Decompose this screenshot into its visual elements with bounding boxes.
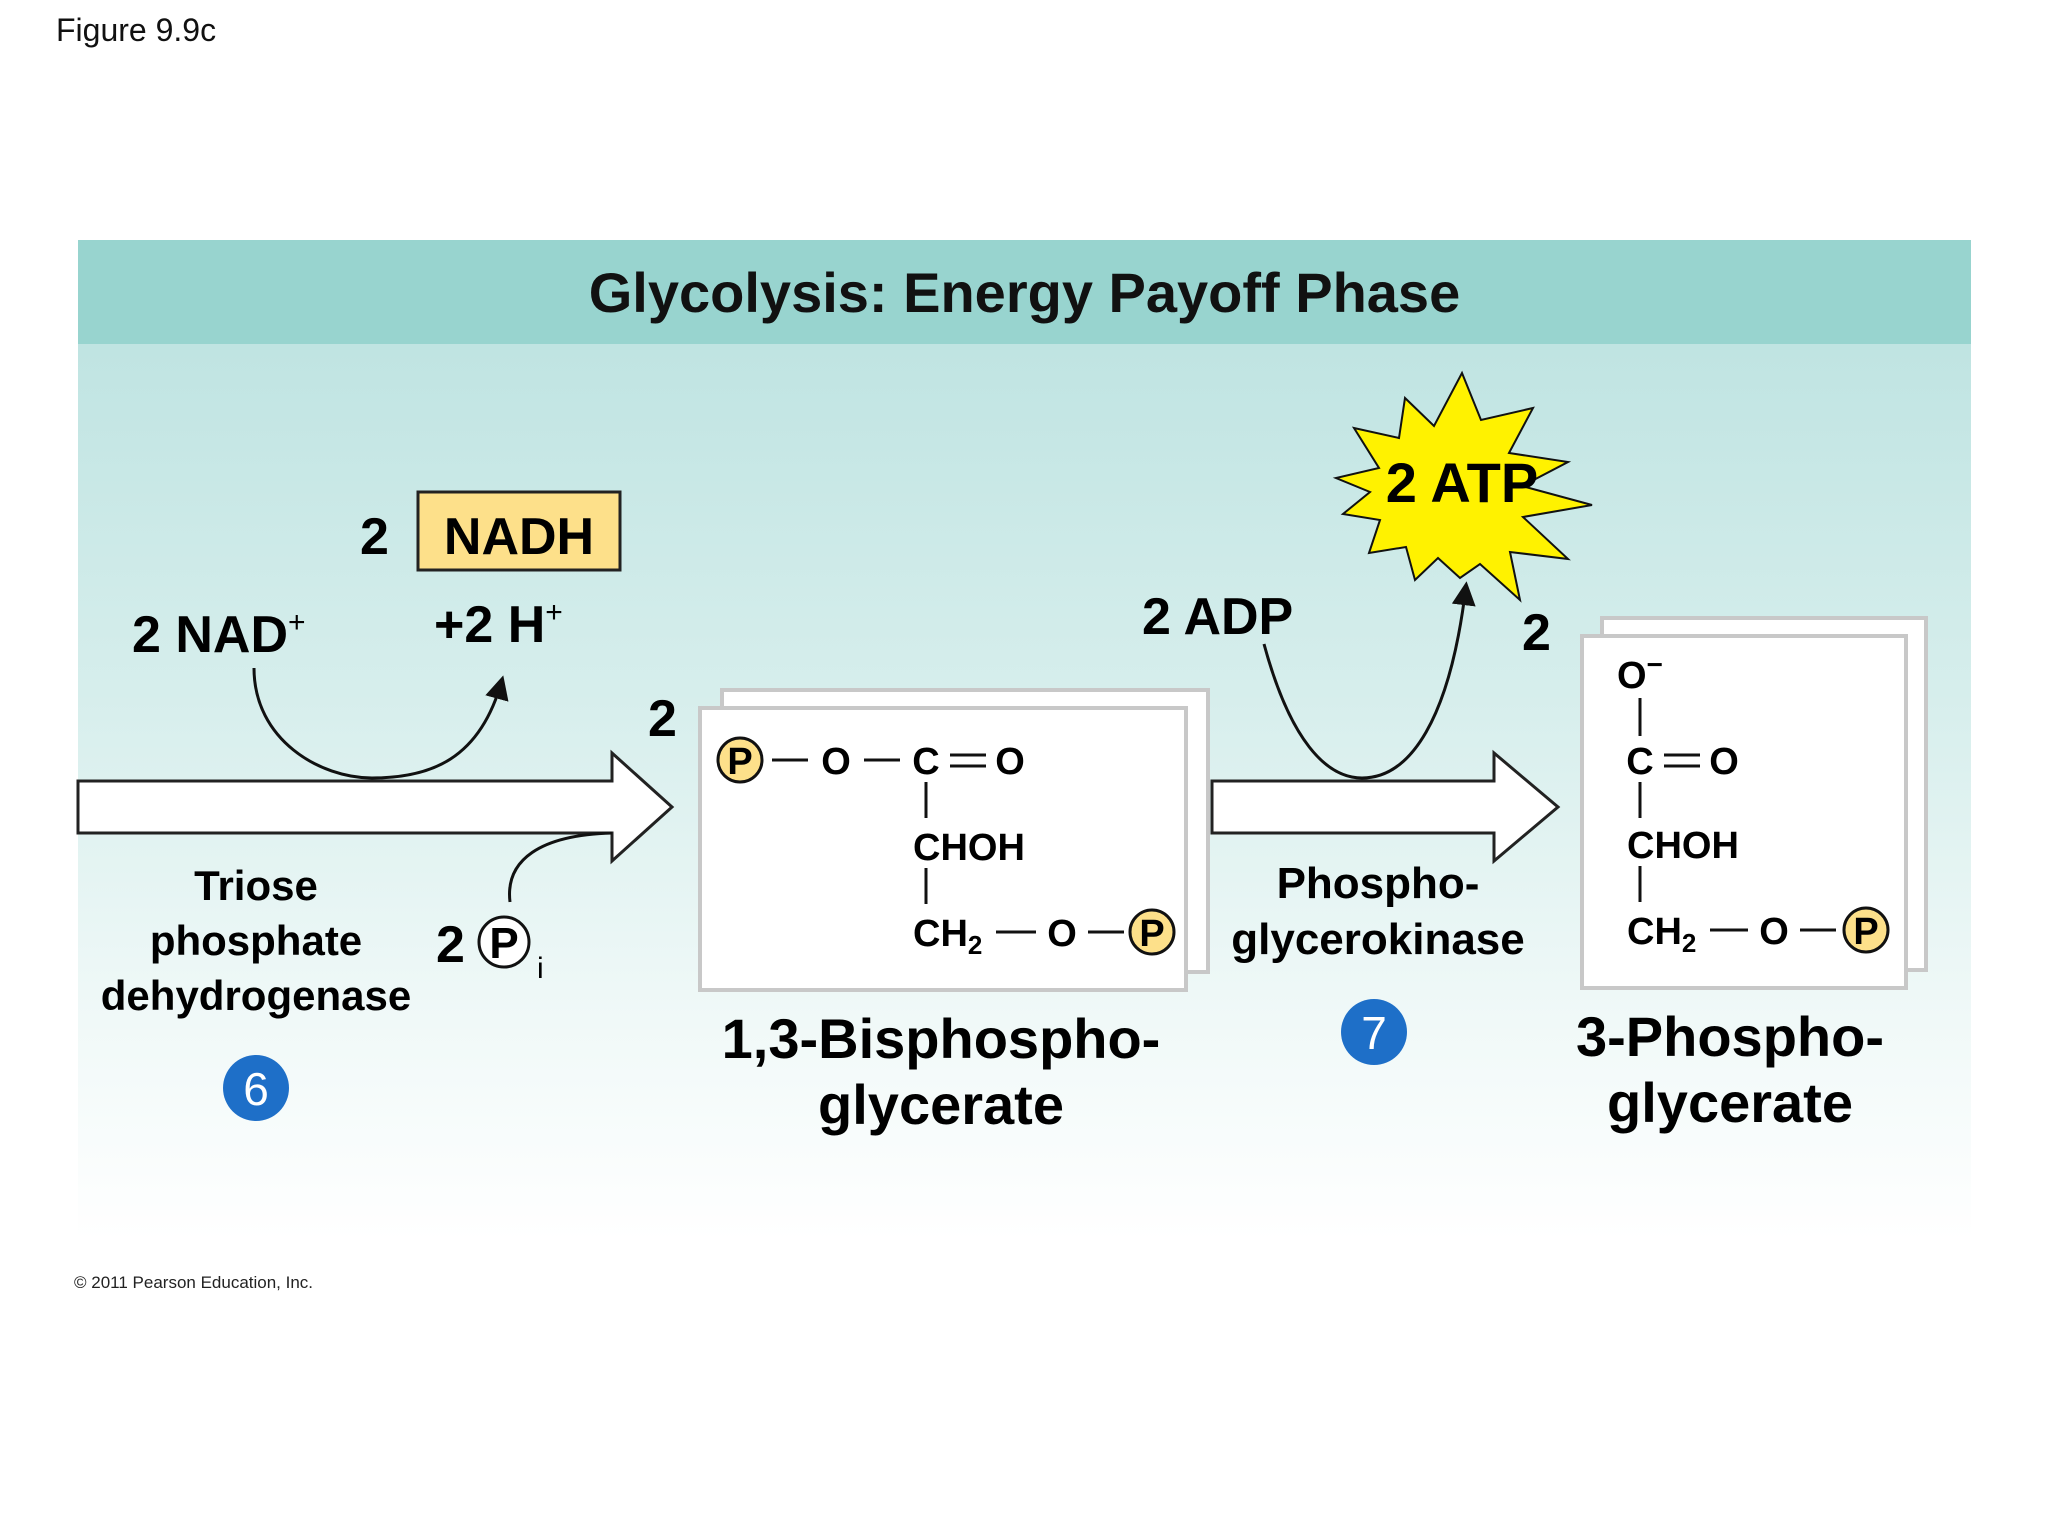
product2-name-line2: glycerate [1607, 1071, 1853, 1134]
phosphate-input-curve [508, 831, 613, 903]
p1-chohrow: CHOH [913, 827, 1025, 869]
product1-name-line2: glycerate [818, 1073, 1064, 1136]
p1-row3-phosphate-circle [1128, 908, 1176, 956]
step7-number: 7 [1361, 1007, 1387, 1059]
product2-coefficient: 2 [1522, 604, 1551, 662]
p1-o-double: O [995, 741, 1025, 783]
nad-to-h-curve [252, 667, 509, 780]
p2-chohrow: CHOH [1627, 825, 1739, 867]
nad-label: 2 NAD+ [132, 606, 306, 664]
phosphate-input-circle [477, 915, 531, 969]
p1-phosphate-circle [716, 736, 764, 784]
figure-label: Figure 9.9c [56, 12, 217, 48]
nadh-box [416, 490, 622, 572]
p1-phosphate-symbol: P [727, 741, 752, 783]
phosphate-coefficient: 2 [436, 916, 465, 974]
adp-label: 2 ADP [1142, 588, 1293, 646]
p2-row3-phosphate-circle [1842, 906, 1890, 954]
p2-o-minus: O− [1617, 649, 1663, 697]
p1-c1: C [912, 741, 939, 783]
protons-label: +2 H+ [434, 596, 563, 654]
product1-card-front [698, 706, 1188, 992]
nadh-label: NADH [444, 508, 594, 566]
p1-row3-phosphate-symbol: P [1139, 913, 1164, 955]
step6-main-arrow [76, 749, 675, 865]
p2-c1: C [1626, 741, 1653, 783]
panel-title: Glycolysis: Energy Payoff Phase [588, 260, 1461, 324]
p2-row3-phosphate-symbol: P [1853, 911, 1878, 953]
enzyme7-line2: glycerokinase [1231, 915, 1525, 964]
step6-number: 6 [243, 1063, 269, 1115]
enzyme6-line2: phosphate [150, 917, 362, 964]
product1-coefficient: 2 [648, 690, 677, 748]
p2-row3-o: O [1759, 911, 1789, 953]
p1-row3-o: O [1047, 913, 1077, 955]
atp-burst [1332, 370, 1593, 603]
p2-o-double: O [1709, 741, 1739, 783]
product1-name-line1: 1,3-Bisphospho- [722, 1007, 1161, 1070]
phosphate-input-subscript: i [537, 952, 544, 985]
product2-name-line1: 3-Phospho- [1576, 1005, 1884, 1068]
step7-badge [1341, 999, 1407, 1065]
enzyme7-line1: Phospho- [1277, 859, 1480, 908]
enzyme6-line3: dehydrogenase [101, 972, 411, 1019]
adp-to-atp-curve [1262, 581, 1476, 780]
p2-ch2-row: CH2 [1627, 911, 1696, 958]
p1-ch2-row: CH2 [913, 913, 982, 960]
p1-o1: O [821, 741, 851, 783]
step7-main-arrow [1210, 749, 1561, 865]
nadh-coefficient: 2 [360, 508, 389, 566]
phosphate-input-symbol: P [489, 919, 518, 968]
copyright-notice: © 2011 Pearson Education, Inc. [74, 1273, 314, 1292]
step6-badge [223, 1055, 289, 1121]
enzyme6-line1: Triose [194, 862, 318, 909]
panel-header: Glycolysis: Energy Payoff Phase [78, 240, 1971, 344]
atp-label: 2 ATP [1386, 451, 1538, 514]
